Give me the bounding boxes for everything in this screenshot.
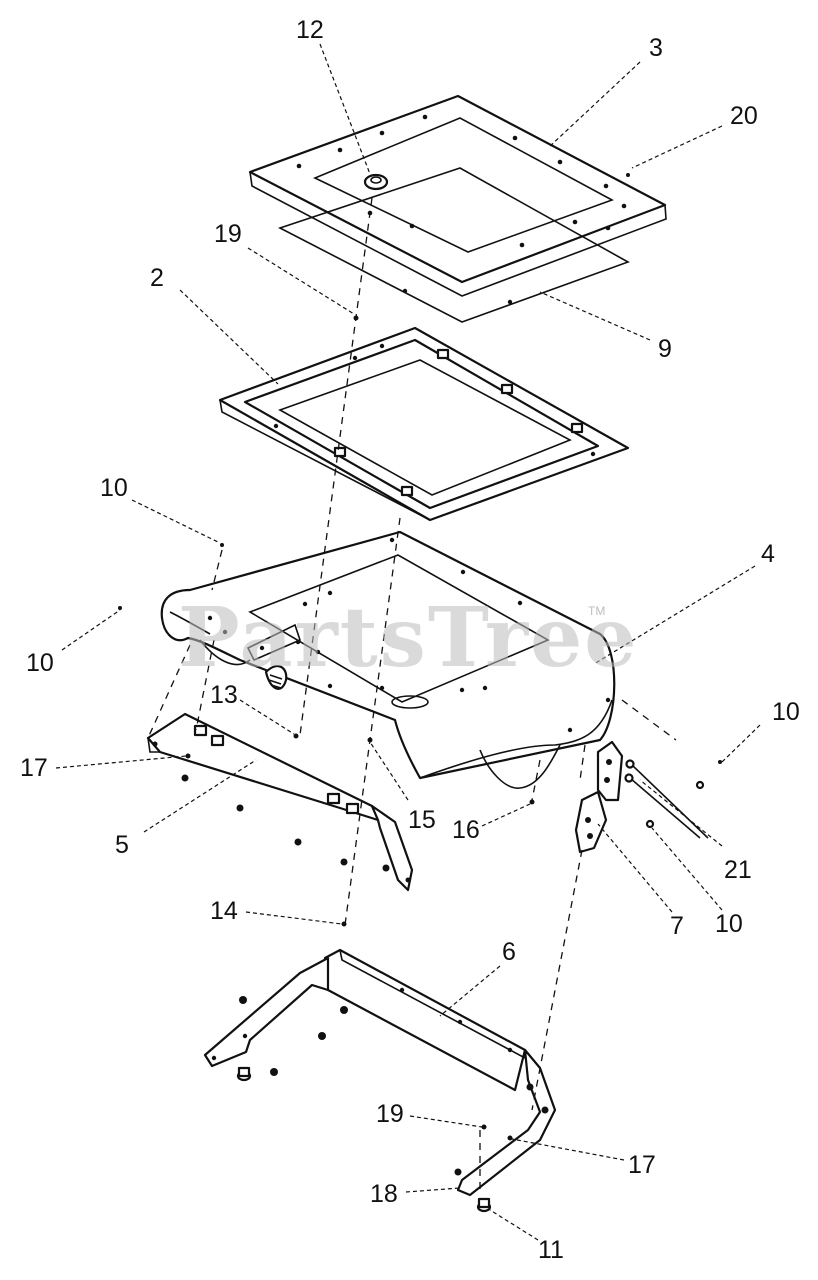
- callout-6: 6: [502, 938, 516, 966]
- spring-assembly: [246, 623, 301, 690]
- part-21-bolts: [624, 759, 709, 839]
- watermark: PartsTree: [178, 590, 639, 686]
- part-3-seat-plate: [248, 94, 667, 297]
- callout-21: 21: [724, 856, 752, 884]
- part-7-latch-bracket: [574, 740, 624, 854]
- part-5-front-rail: [146, 712, 414, 892]
- callout-20: 20: [730, 102, 758, 130]
- callout-12: 12: [296, 16, 324, 44]
- part-11-feet: [236, 1066, 492, 1213]
- callout-10: 10: [100, 474, 128, 502]
- callout-5: 5: [115, 831, 129, 859]
- callout-17: 17: [20, 754, 48, 782]
- small-hardware: [118, 173, 722, 1141]
- callout-9: 9: [658, 335, 672, 363]
- part-9-pad-sheet: [277, 167, 630, 323]
- callout-14: 14: [210, 897, 238, 925]
- callout-15: 15: [408, 806, 436, 834]
- callout-2: 2: [150, 264, 164, 292]
- part-4-seat-pan: [160, 530, 616, 789]
- callout-10: 10: [715, 910, 743, 938]
- callout-19: 19: [376, 1100, 404, 1128]
- watermark-trademark: TM: [588, 604, 606, 618]
- callout-17: 17: [628, 1151, 656, 1179]
- part-2-frame: [218, 326, 630, 522]
- callout-10: 10: [26, 649, 54, 677]
- callout-3: 3: [649, 34, 663, 62]
- callout-10: 10: [772, 698, 800, 726]
- assembly-lines: [147, 197, 677, 1192]
- callout-7: 7: [670, 912, 684, 940]
- part-6-rear-rail: [203, 948, 557, 1197]
- callout-19: 19: [214, 220, 242, 248]
- callout-11: 11: [538, 1236, 564, 1264]
- callout-16: 16: [452, 816, 480, 844]
- leader-lines: [55, 43, 761, 1241]
- callout-13: 13: [210, 681, 238, 709]
- callout-18: 18: [370, 1180, 398, 1208]
- part-12-knob: [363, 173, 389, 191]
- callout-4: 4: [761, 540, 775, 568]
